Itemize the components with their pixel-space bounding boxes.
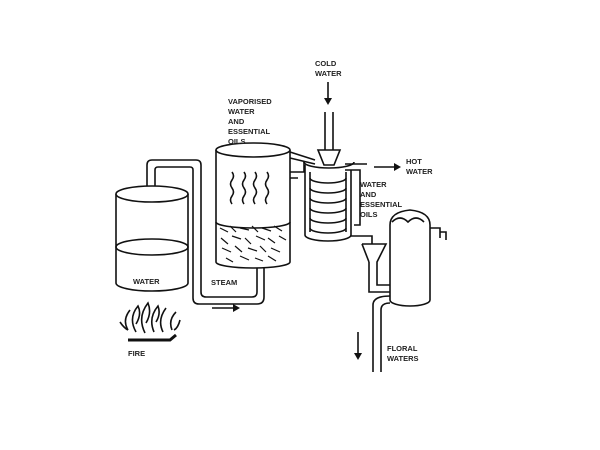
water-label: WATER	[133, 277, 160, 286]
fire-icon	[119, 301, 181, 342]
plant-material	[219, 225, 287, 263]
plant-still	[215, 142, 316, 269]
water-and-oils-label: WATER AND ESSENTIAL OILS	[360, 180, 404, 219]
vapour-pipe	[290, 162, 305, 179]
hot-water-label: HOT WATER	[406, 157, 433, 176]
separator-vessel	[361, 209, 447, 372]
steam-pipe	[146, 159, 265, 305]
vaporised-label: VAPORISED WATER AND ESSENTIAL OILS	[228, 97, 274, 146]
flow-arrow-icon	[212, 304, 240, 312]
steam-label: STEAM	[211, 278, 237, 287]
floral-waters-arrow-icon	[354, 332, 362, 360]
hot-water-arrow-icon	[374, 163, 401, 171]
cold-water-label: COLD WATER	[315, 59, 342, 78]
condenser	[303, 112, 373, 244]
cold-water-arrow-icon	[324, 82, 332, 105]
floral-waters-label: FLORAL WATERS	[387, 344, 419, 363]
fire-label: FIRE	[128, 349, 145, 358]
water-boiler: WATER	[115, 185, 189, 292]
vapour-waves	[229, 171, 270, 205]
